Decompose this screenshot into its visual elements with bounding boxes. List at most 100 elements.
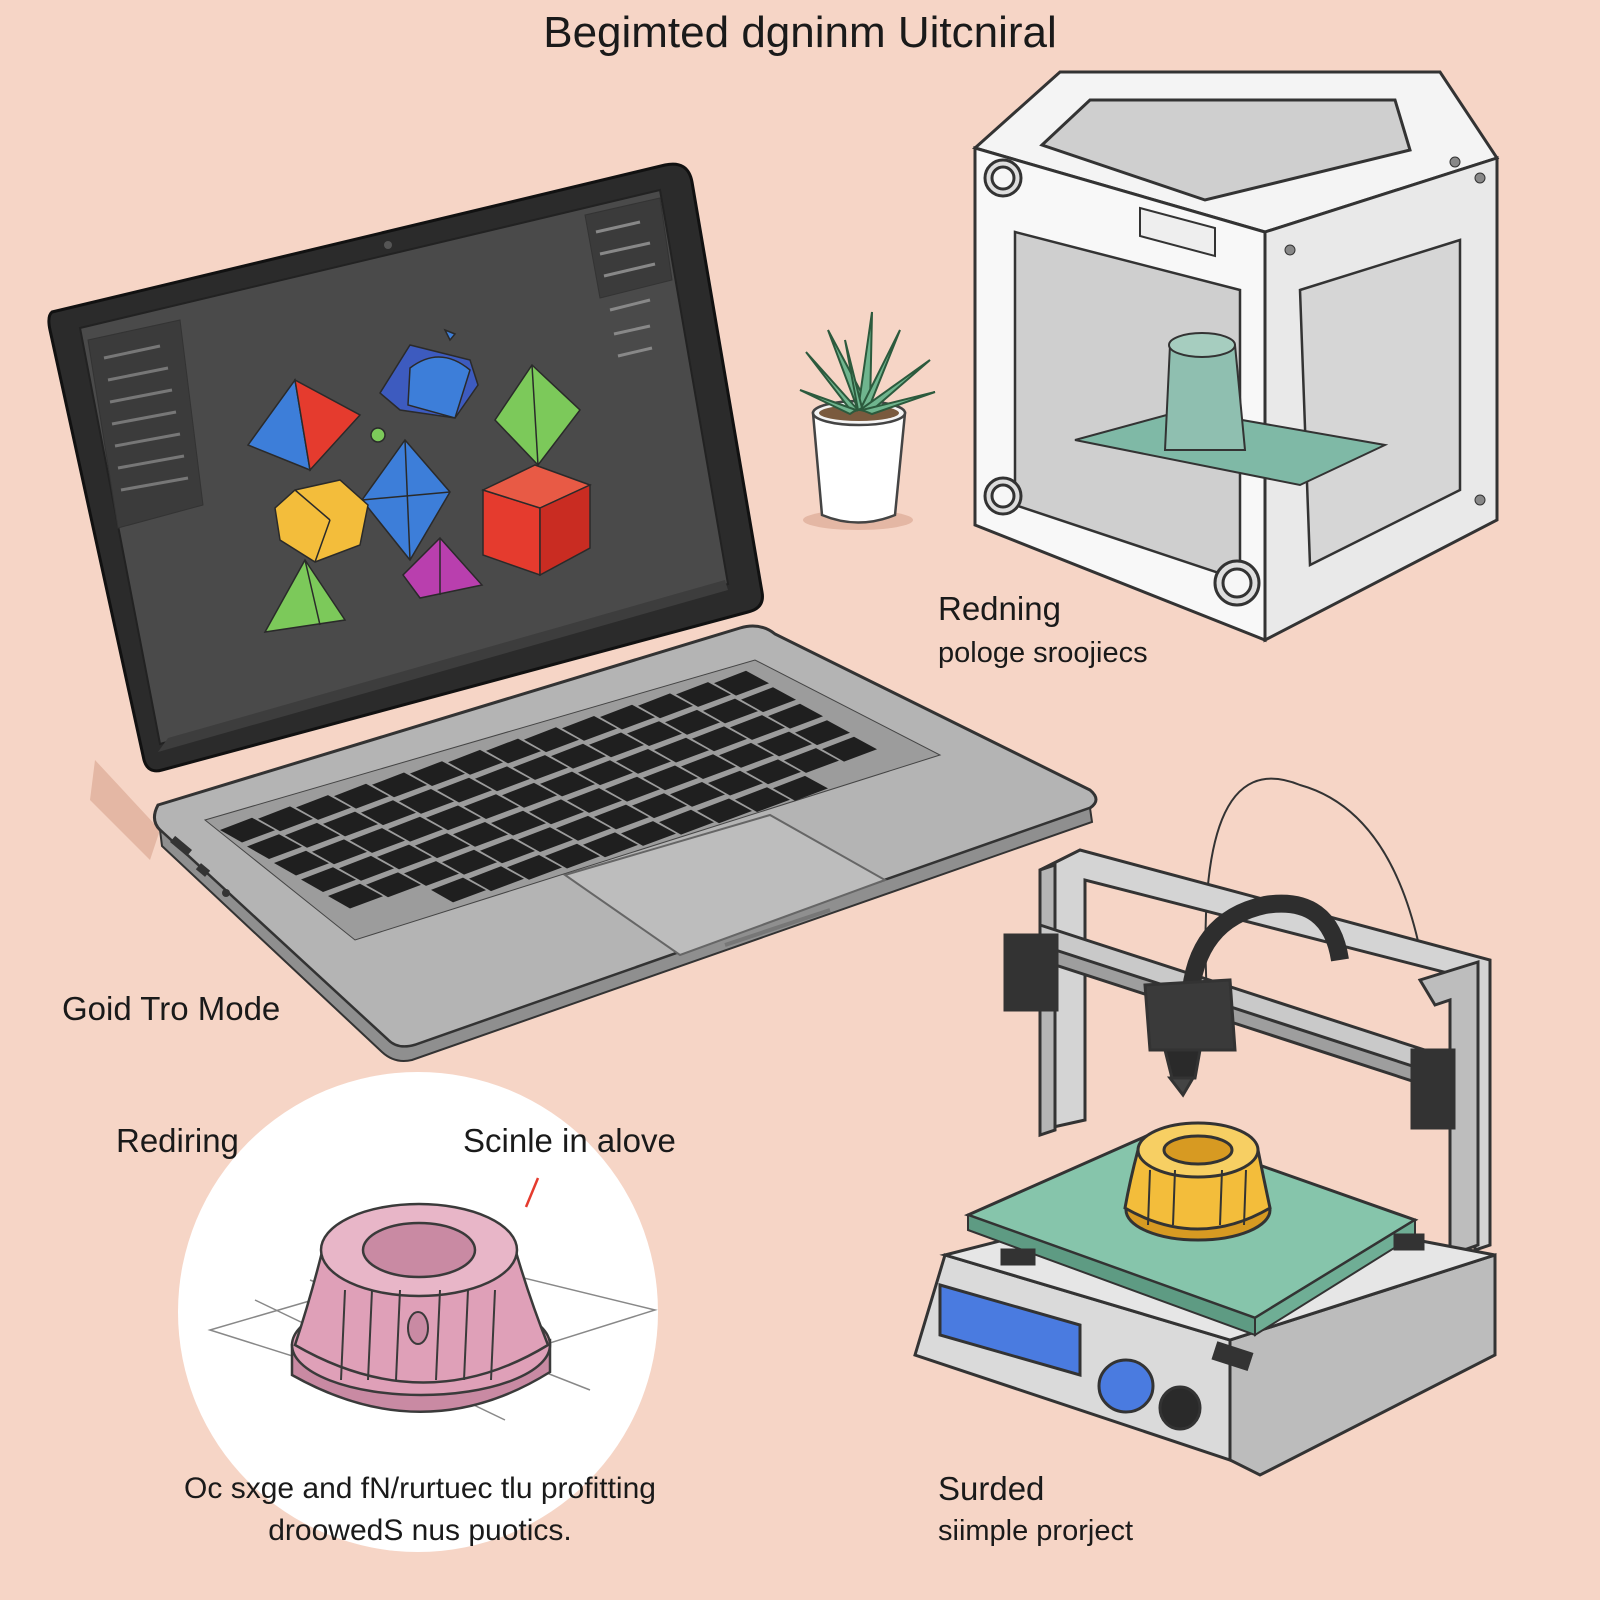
keyboard-key [410, 761, 465, 786]
keyboard-key [377, 844, 432, 870]
enclosed-printer [971, 70, 1500, 643]
keyboard-key [692, 726, 747, 752]
app-left-panel [87, 319, 204, 529]
model-view-caption-2: droowedS nus puotics. [268, 1514, 572, 1547]
keyboard-key [442, 849, 497, 875]
keyboard-key [600, 704, 655, 730]
keyboard-key [670, 782, 725, 807]
keyboard-key [741, 687, 796, 713]
shape-yellow-poly [274, 479, 369, 563]
keyboard-key [388, 816, 443, 842]
keyboard-key [312, 839, 367, 865]
keyboard-key [578, 760, 633, 786]
keyboard-key [676, 682, 731, 707]
3d-shapes [246, 328, 592, 633]
printer-open-caption: siimple prorject [938, 1515, 1133, 1547]
keyboard-key [247, 834, 302, 859]
keyboard-keys [220, 670, 877, 909]
keyboard-key [361, 800, 416, 826]
keyboard-key [730, 715, 785, 740]
page-title: Begimted dgninm Uitcniral [543, 8, 1057, 57]
keyboard-key [529, 799, 584, 825]
keyboard-key [638, 693, 693, 719]
keyboard-key [659, 809, 714, 835]
keyboard-key [323, 811, 378, 837]
keyboard-key [258, 806, 313, 832]
keyboard-key [350, 828, 405, 853]
keyboard-key [464, 794, 519, 819]
pink-model [290, 1202, 552, 1413]
keyboard-key [697, 798, 752, 824]
keyboard-key [654, 737, 709, 763]
plant-pot [811, 411, 907, 524]
keyboard-key [437, 777, 492, 803]
keyboard-key [339, 855, 394, 881]
keyboard-key [583, 832, 638, 858]
control-knob [1097, 1358, 1155, 1414]
keyboard-key [301, 867, 356, 892]
printer-enclosed-label: Redning [938, 590, 1061, 627]
keyboard-key [491, 810, 546, 836]
keyboard-key [551, 743, 606, 769]
yellow-print [1123, 1121, 1272, 1242]
keyboard-key [746, 759, 801, 785]
keyboard-key [665, 709, 720, 735]
keyboard-key [366, 872, 421, 898]
printer-enclosed-caption: pologe sroojiecs [938, 637, 1148, 669]
keyboard-key [453, 822, 508, 847]
keyboard-key [486, 738, 541, 764]
keyboard-key [524, 727, 579, 753]
keyboard-key [502, 782, 557, 808]
lcd-screen [938, 1283, 1082, 1377]
keyboard-key [328, 883, 383, 909]
keyboard-key [469, 866, 524, 892]
keyboard-key [562, 716, 617, 741]
keyboard-key [431, 877, 486, 903]
keyboard-key [643, 765, 698, 791]
keyboard-key [372, 772, 427, 798]
keyboard-key [681, 754, 736, 779]
keyboard-key [621, 821, 676, 846]
keyboard-key [480, 838, 535, 864]
keyboard-key [545, 843, 600, 869]
model-view-caption-1: Oc sxge and fN/rurtuec tlu profitting [184, 1472, 656, 1505]
keyboard-key [448, 749, 503, 775]
keyboard-key [589, 732, 644, 758]
keyboard-key [795, 720, 850, 746]
trackpad [562, 813, 888, 957]
keyboard-key [567, 788, 622, 813]
keyboard-key [334, 783, 389, 809]
keyboard-key [616, 749, 671, 774]
webcam [384, 241, 392, 249]
keyboard-key [540, 771, 595, 797]
laptop-label: Goid Tro Mode [62, 990, 281, 1027]
keyboard-key [426, 805, 481, 831]
keyboard-key [757, 731, 812, 757]
keyboard-key [274, 850, 329, 876]
shape-green-pyramid [263, 558, 347, 633]
keyboard-key [507, 855, 562, 880]
model-view-label-left: Rediring [116, 1122, 239, 1159]
keyboard-key [822, 736, 877, 762]
power-button [1158, 1385, 1202, 1431]
keyboard-key [632, 793, 687, 819]
laptop [47, 162, 1098, 1062]
model-view [178, 1072, 658, 1552]
keyboard-key [404, 861, 459, 886]
keyboard-key [518, 827, 573, 852]
keyboard-key [627, 721, 682, 746]
model-view-label-right: Scinle in alove [463, 1122, 676, 1159]
keyboard-key [605, 776, 660, 802]
keyboard-key [784, 748, 839, 773]
shape-magenta-pyramid [402, 536, 484, 599]
keyboard-key [399, 789, 454, 814]
keyboard-key [513, 755, 568, 780]
keyboard-key [719, 742, 774, 768]
plant [799, 311, 936, 530]
keyboard-key [556, 815, 611, 841]
keyboard-key [220, 817, 275, 843]
open-printer [913, 777, 1497, 1477]
keyboard-key [475, 766, 530, 792]
